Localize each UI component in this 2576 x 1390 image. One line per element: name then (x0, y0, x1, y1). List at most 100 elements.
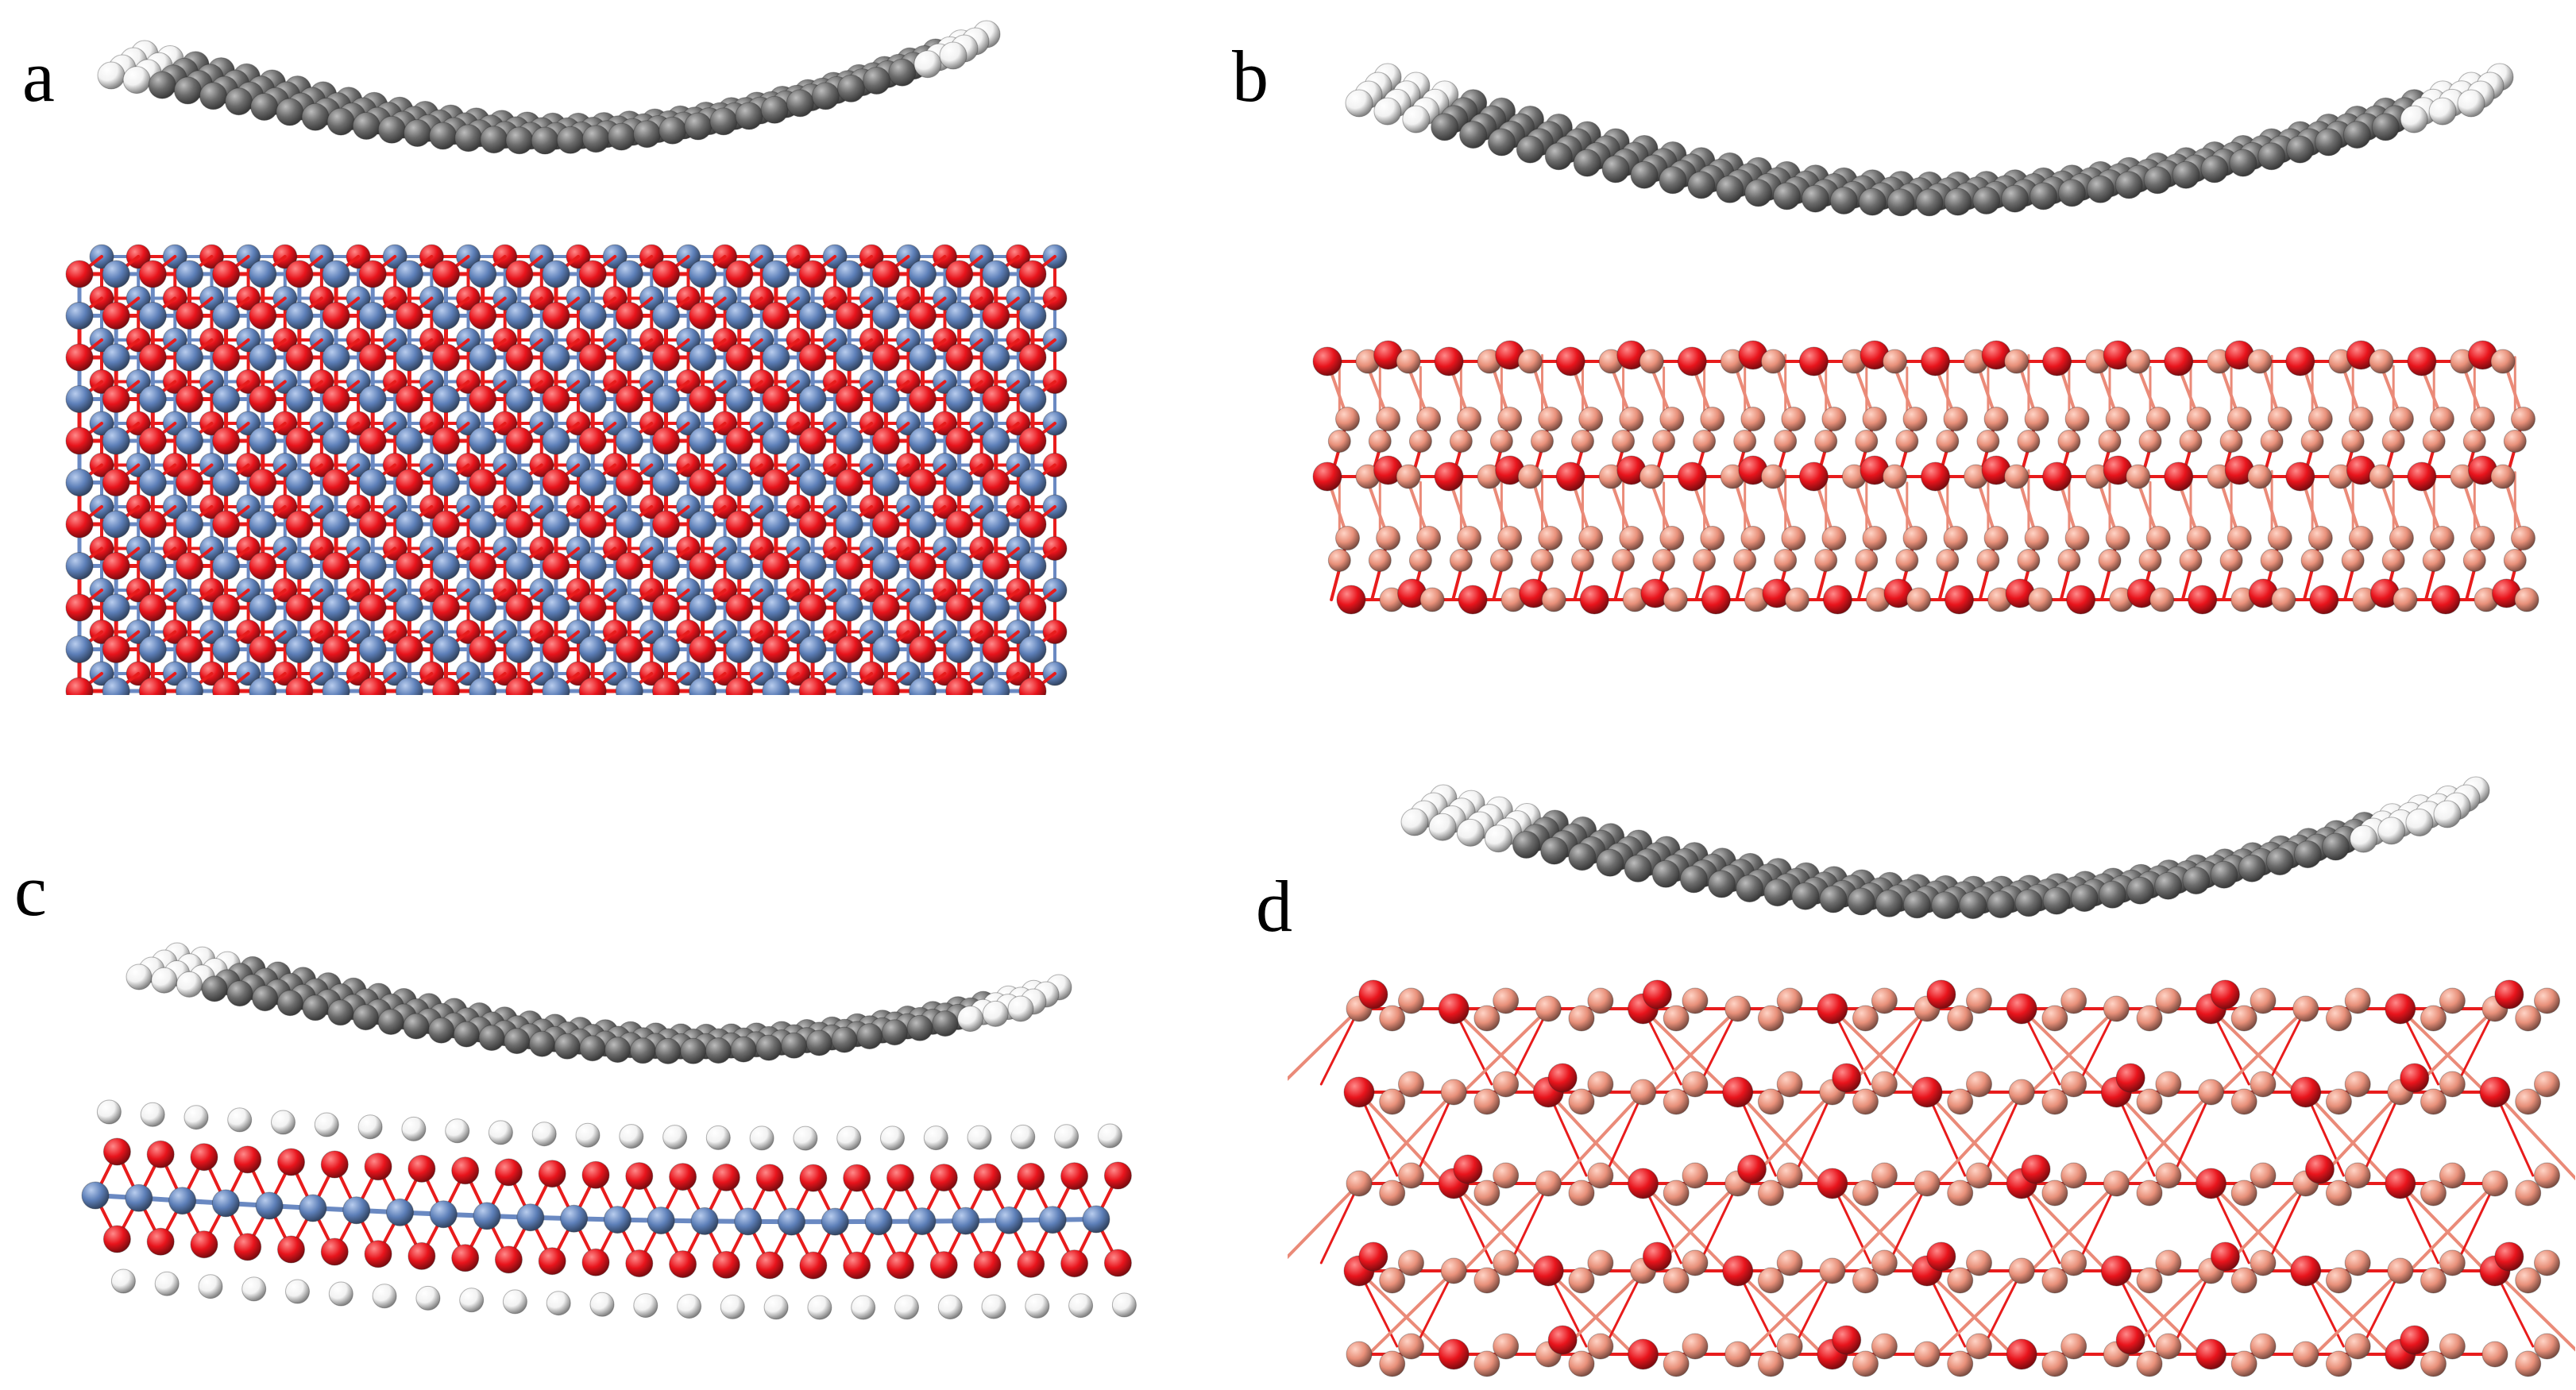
copper-atom (2534, 1333, 2560, 1360)
hydrogen-atom (285, 1279, 310, 1304)
carbon-atom (1944, 187, 1972, 216)
copper-atom (2325, 1267, 2352, 1294)
metal-atom (603, 1206, 631, 1234)
copper-atom (1855, 430, 1879, 453)
oxygen-atom (871, 593, 900, 622)
copper-atom (1619, 407, 1644, 431)
metal-atom (212, 302, 241, 330)
copper-atom (2041, 1180, 2068, 1207)
bond (2266, 1182, 2308, 1265)
copper-atom (1883, 349, 1907, 374)
metal-atom (578, 552, 607, 580)
hydrogen-atom (1111, 1292, 1137, 1318)
carbon-atom (709, 107, 738, 136)
oxygen-atom (929, 1251, 958, 1280)
carbon-atom (2322, 832, 2350, 861)
copper-atom (1416, 407, 1442, 431)
metal-atom (798, 385, 827, 413)
copper-atom (1895, 430, 1919, 453)
copper-atom (1781, 526, 1806, 550)
oxygen-atom (982, 552, 1010, 580)
metal-atom (542, 510, 570, 539)
bond (2408, 1182, 2497, 1272)
metal-atom (982, 677, 1010, 695)
oxygen-atom (407, 1154, 436, 1183)
copper-atom (1871, 1071, 1898, 1098)
oxygen-atom (277, 1148, 305, 1176)
copper-atom (2041, 1350, 2068, 1377)
oxygen-atom (358, 677, 387, 695)
copper-atom (1821, 407, 1847, 431)
metal-atom (871, 635, 900, 663)
bond (2172, 1269, 2212, 1348)
metal-atom (542, 260, 570, 288)
oxygen-atom (835, 469, 863, 496)
oxygen-atom (395, 302, 423, 330)
oxygen-atom (2164, 461, 2194, 492)
oxygen-atom (578, 427, 607, 455)
copper-atom (1852, 1350, 1879, 1377)
carbon-atom (1679, 865, 1708, 894)
copper-atom (1682, 1333, 1709, 1360)
oxygen-atom (929, 1164, 958, 1192)
copper-atom (1398, 987, 1424, 1014)
carbon-atom (856, 1023, 883, 1050)
metal-atom (762, 343, 790, 372)
hydrogen-atom (982, 1000, 1009, 1027)
copper-atom (1497, 407, 1523, 431)
bond (1925, 1091, 2014, 1185)
copper-atom (2511, 407, 2535, 431)
carbon-atom (1516, 135, 1544, 164)
oxygen-atom (1060, 1162, 1089, 1191)
metal-atom (762, 427, 790, 455)
oxygen-atom (2385, 1168, 2416, 1199)
oxygen-atom (1343, 1076, 1375, 1108)
oxygen-atom (212, 343, 241, 372)
copper-atom (1947, 1088, 1974, 1115)
bond (1641, 1182, 1730, 1272)
carbon-atom (579, 1035, 606, 1062)
copper-atom (1693, 549, 1717, 572)
carbon-atom (1847, 887, 1875, 916)
oxygen-atom (2494, 979, 2524, 1010)
oxygen-atom (1642, 1241, 1672, 1272)
carbon-atom (1459, 121, 1488, 149)
oxygen-atom (2431, 585, 2461, 615)
metal-atom (908, 1207, 937, 1236)
oxygen-atom (1926, 1241, 1956, 1272)
copper-atom (1587, 1249, 1614, 1276)
metal-atom (516, 1203, 545, 1232)
copper-atom (2230, 1180, 2257, 1207)
carbon-atom (1875, 889, 1903, 917)
copper-atom (1983, 407, 2009, 431)
oxygen-atom (909, 385, 937, 413)
oxygen-atom (625, 1162, 654, 1191)
copper-atom (2341, 430, 2365, 453)
metal-atom (138, 385, 167, 413)
metal-atom (798, 469, 827, 496)
bond (1462, 1007, 1551, 1094)
oxygen-atom (469, 469, 497, 496)
metal-atom (689, 427, 717, 455)
carbon-atom (173, 76, 202, 105)
carbon-atom (1431, 113, 1459, 141)
hydrogen-atom (241, 1276, 267, 1302)
oxygen-atom (1555, 346, 1585, 376)
hydrogen-atom (2433, 800, 2462, 828)
copper-atom (2105, 407, 2130, 431)
copper-atom (1535, 1170, 1562, 1197)
bond (1830, 1007, 1920, 1094)
hydrogen-atom (2457, 89, 2485, 118)
copper-atom (2179, 430, 2203, 453)
oxygen-atom (2285, 346, 2315, 376)
oxygen-atom (190, 1143, 218, 1172)
oxygen-atom (2290, 1076, 2322, 1108)
panel-c-scene (81, 942, 1137, 1320)
metal-atom (211, 1189, 240, 1218)
oxygen-atom (102, 469, 130, 496)
carbon-atom (2057, 179, 2086, 207)
carbon-atom (1858, 187, 1887, 216)
copper-atom (1682, 987, 1709, 1014)
oxygen-atom (689, 302, 717, 330)
copper-atom (1871, 987, 1898, 1014)
